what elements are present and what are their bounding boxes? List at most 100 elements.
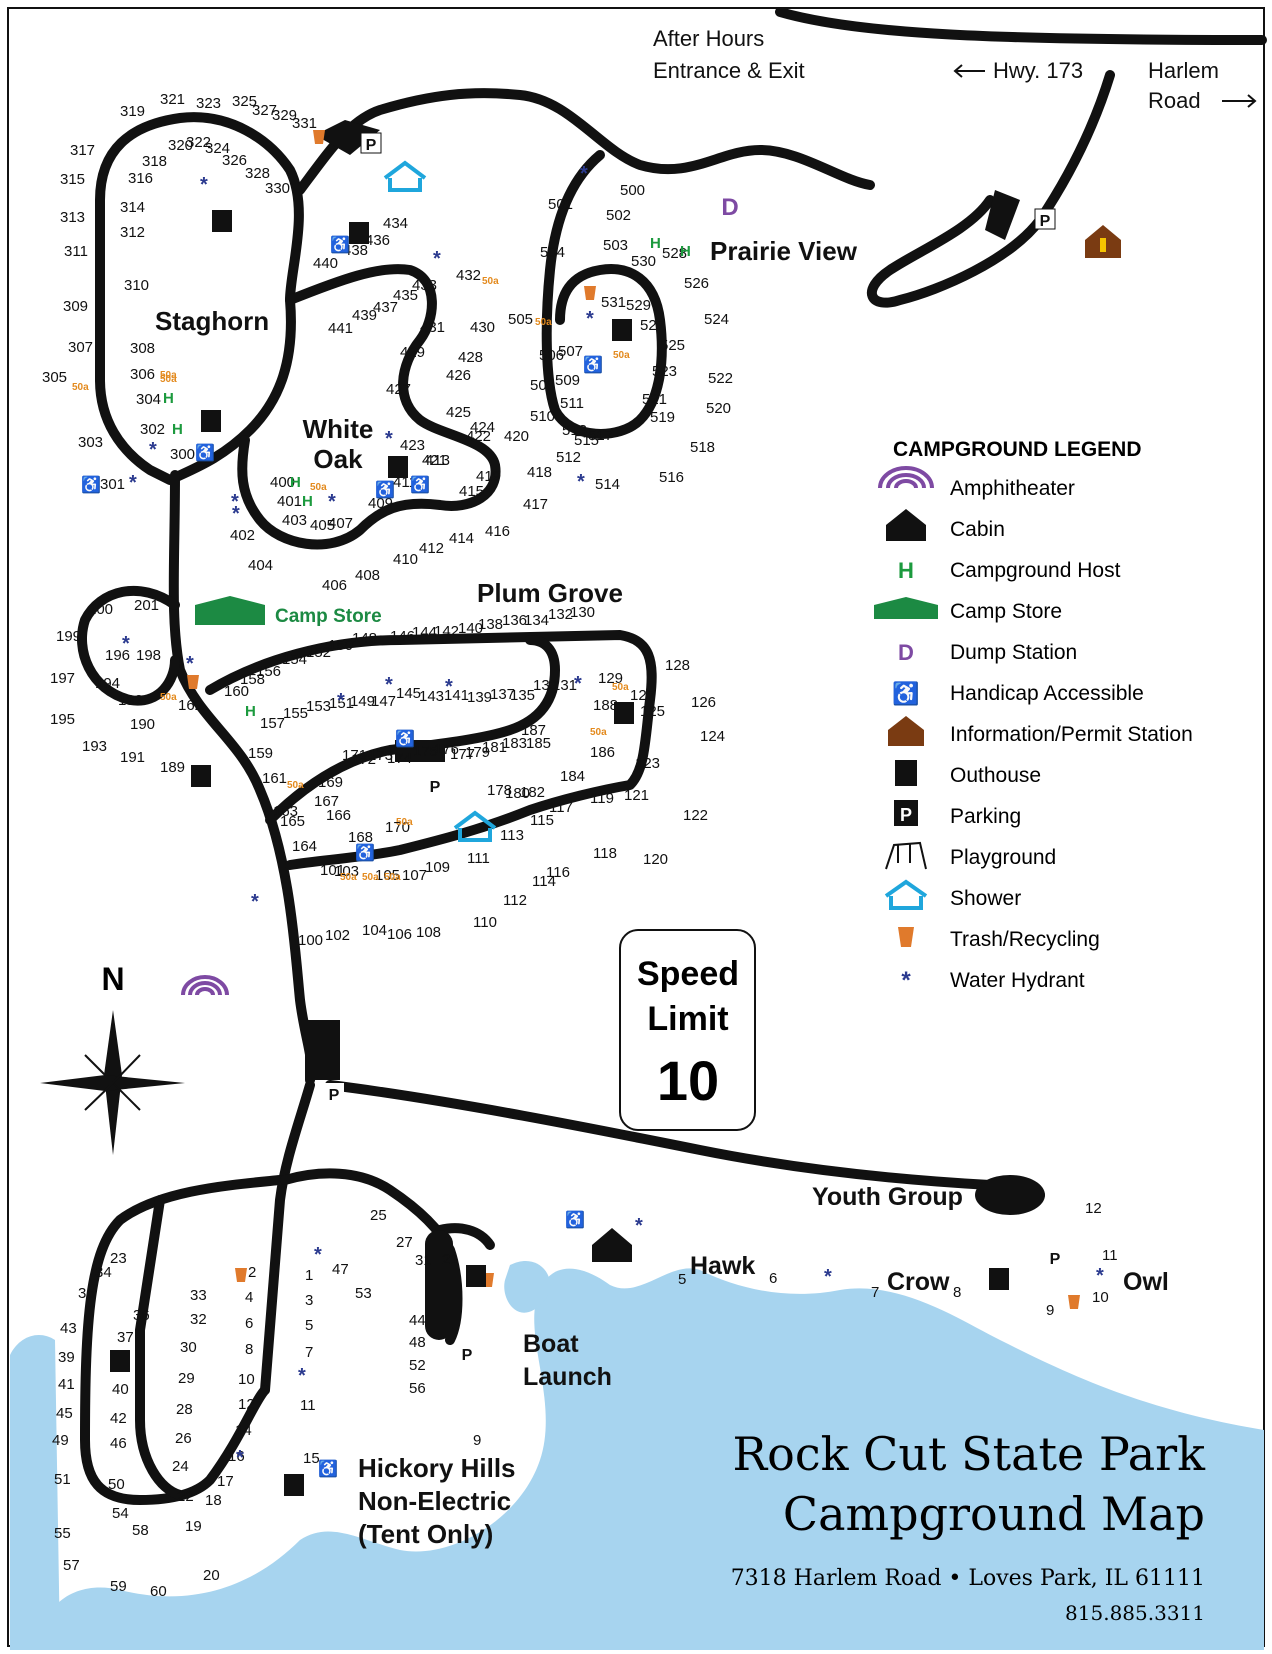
campsite-413: 413 [425,452,450,469]
campsite-127: 127 [630,687,655,704]
speed-limit-sign: Speed Limit 10 [619,929,756,1131]
outhouse-icon [110,1350,130,1372]
youth-parking [975,1175,1045,1215]
campsite-522: 522 [708,370,733,387]
campsite-24: 24 [172,1458,189,1475]
legend-playground: Playground [885,841,1056,870]
legend-trash: Trash/Recycling [898,927,1100,951]
hydrant-icon: * [1096,1265,1104,1287]
campsite-108: 108 [416,924,441,941]
campsite-531: 531 [601,294,626,311]
campsite-134: 134 [524,612,549,629]
campsite-31: 31 [415,1252,432,1269]
campsite-197: 197 [50,670,75,687]
campsite-58: 58 [132,1522,149,1539]
campsite-7: 7 [871,1284,879,1301]
compass: N [40,961,185,1155]
campsite-136: 136 [502,612,527,629]
campsite-181: 181 [482,739,507,756]
campsite-168: 168 [348,829,373,846]
campsite-187: 187 [521,722,546,739]
campsite-506: 506 [539,347,564,364]
camp-store-icon: Camp Store [195,596,382,627]
handicap-icon: ♿ [565,1210,585,1229]
campsite-114: 114 [532,873,556,890]
campsite-523: 523 [652,363,677,380]
campsite-307: 307 [68,339,93,356]
campsite-122: 122 [683,807,708,824]
staghorn-label: Staghorn [155,306,269,336]
campsite-403: 403 [282,512,307,529]
hydrant-icon: * [445,676,453,698]
campsite-107: 107 [402,867,427,884]
campsite-11: 11 [1102,1247,1118,1264]
hydrant-icon: * [200,174,208,196]
campsite-1: 1 [305,1267,313,1284]
campsite-153: 153 [306,698,331,715]
campsite-406: 406 [322,577,347,594]
campsite-440: 440 [313,255,338,272]
campsite-39: 39 [58,1349,75,1366]
white-oak-label-2: Oak [313,444,363,474]
north-label: N [101,961,124,997]
campsite-429: 429 [400,344,425,361]
campsite-317: 317 [70,142,95,159]
host-tag: H [245,703,256,720]
hydrant-icon: * [232,503,240,525]
outhouse-icon [612,319,632,341]
campsite-175: 175 [413,743,438,760]
campsite-195: 195 [50,711,75,728]
campsite-160: 160 [224,683,249,700]
campsite-509: 509 [555,372,580,389]
campsite-423: 423 [400,437,425,454]
campsite-54: 54 [112,1505,129,1522]
handicap-icon: ♿ [410,475,430,494]
campsite-50: 50 [108,1476,125,1493]
campsite-17: 17 [217,1473,234,1490]
campsite-419: 419 [476,468,501,485]
fifty-amp-tag: 50a [160,692,177,703]
campsite-433: 433 [412,277,437,294]
campsite-100: 100 [298,932,323,949]
campsite-330: 330 [265,180,290,197]
trash-icon [187,675,199,689]
campsite-405: 405 [310,517,335,534]
campsite-322: 322 [186,134,211,151]
parking-youth: P [1050,1251,1061,1268]
campsite-408: 408 [355,567,380,584]
hwy-label: Hwy. 173 [993,58,1083,83]
launch-label: Launch [523,1363,612,1391]
hydrant-icon: * [385,428,393,450]
campsite-34: 34 [95,1264,112,1281]
campsite-5: 5 [305,1317,313,1334]
campsite-144: 144 [412,624,437,641]
legend-camp-store: Camp Store [874,597,1062,623]
campsite-301: 301 [100,476,125,493]
campsite-527: 527 [640,317,665,334]
campsite-154: 154 [282,651,307,668]
lake-cove [504,1260,551,1313]
campsite-426: 426 [446,367,471,384]
outhouse-icon [466,1265,486,1287]
campsite-500: 500 [620,182,645,199]
campsite-320: 320 [168,137,193,154]
campsite-6: 6 [245,1315,253,1332]
legend-outhouse: Outhouse [895,760,1041,787]
campsite-172: 172 [351,751,376,768]
harlem-label: Harlem [1148,58,1219,83]
hydrant-icon: * [122,633,130,655]
campsite-190: 190 [130,716,155,733]
campsite-123: 123 [635,755,660,772]
campsite-138: 138 [478,616,503,633]
campsite-185: 185 [526,735,551,752]
campsite-420: 420 [504,428,529,445]
campsite-121: 121 [624,787,649,804]
campsite-421: 421 [422,452,447,469]
campsite-432: 432 [456,267,481,284]
campsite-518: 518 [690,439,715,456]
campsite-152: 152 [306,644,331,661]
